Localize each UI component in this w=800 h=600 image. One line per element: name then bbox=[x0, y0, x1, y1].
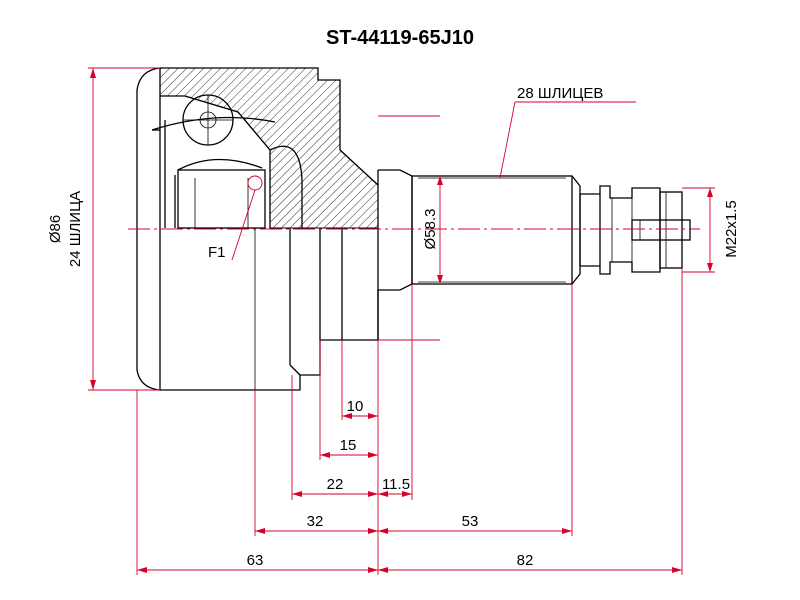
dimension-lines bbox=[88, 67, 715, 575]
outer-diameter-label: Ø86 bbox=[47, 215, 64, 243]
dim-82: 82 bbox=[517, 552, 534, 569]
thread-label: M22x1.5 bbox=[723, 200, 740, 258]
inner-splines-label: 24 ШЛИЦА bbox=[67, 191, 84, 267]
shaft-diameter-label: Ø58.3 bbox=[422, 209, 439, 250]
dim-22: 22 bbox=[327, 476, 344, 493]
dim-63: 63 bbox=[247, 552, 264, 569]
dim-32: 32 bbox=[307, 513, 324, 530]
part-number-title: ST-44119-65J10 bbox=[326, 27, 474, 49]
dim-10: 10 bbox=[347, 398, 364, 415]
dim-15: 15 bbox=[340, 437, 357, 454]
cv-joint-body bbox=[136, 67, 691, 391]
shaft-splines-label: 28 ШЛИЦЕВ bbox=[517, 85, 603, 102]
dim-53: 53 bbox=[462, 513, 479, 530]
dim-11-5: 11.5 bbox=[382, 476, 410, 493]
f1-label: F1 bbox=[208, 244, 226, 261]
